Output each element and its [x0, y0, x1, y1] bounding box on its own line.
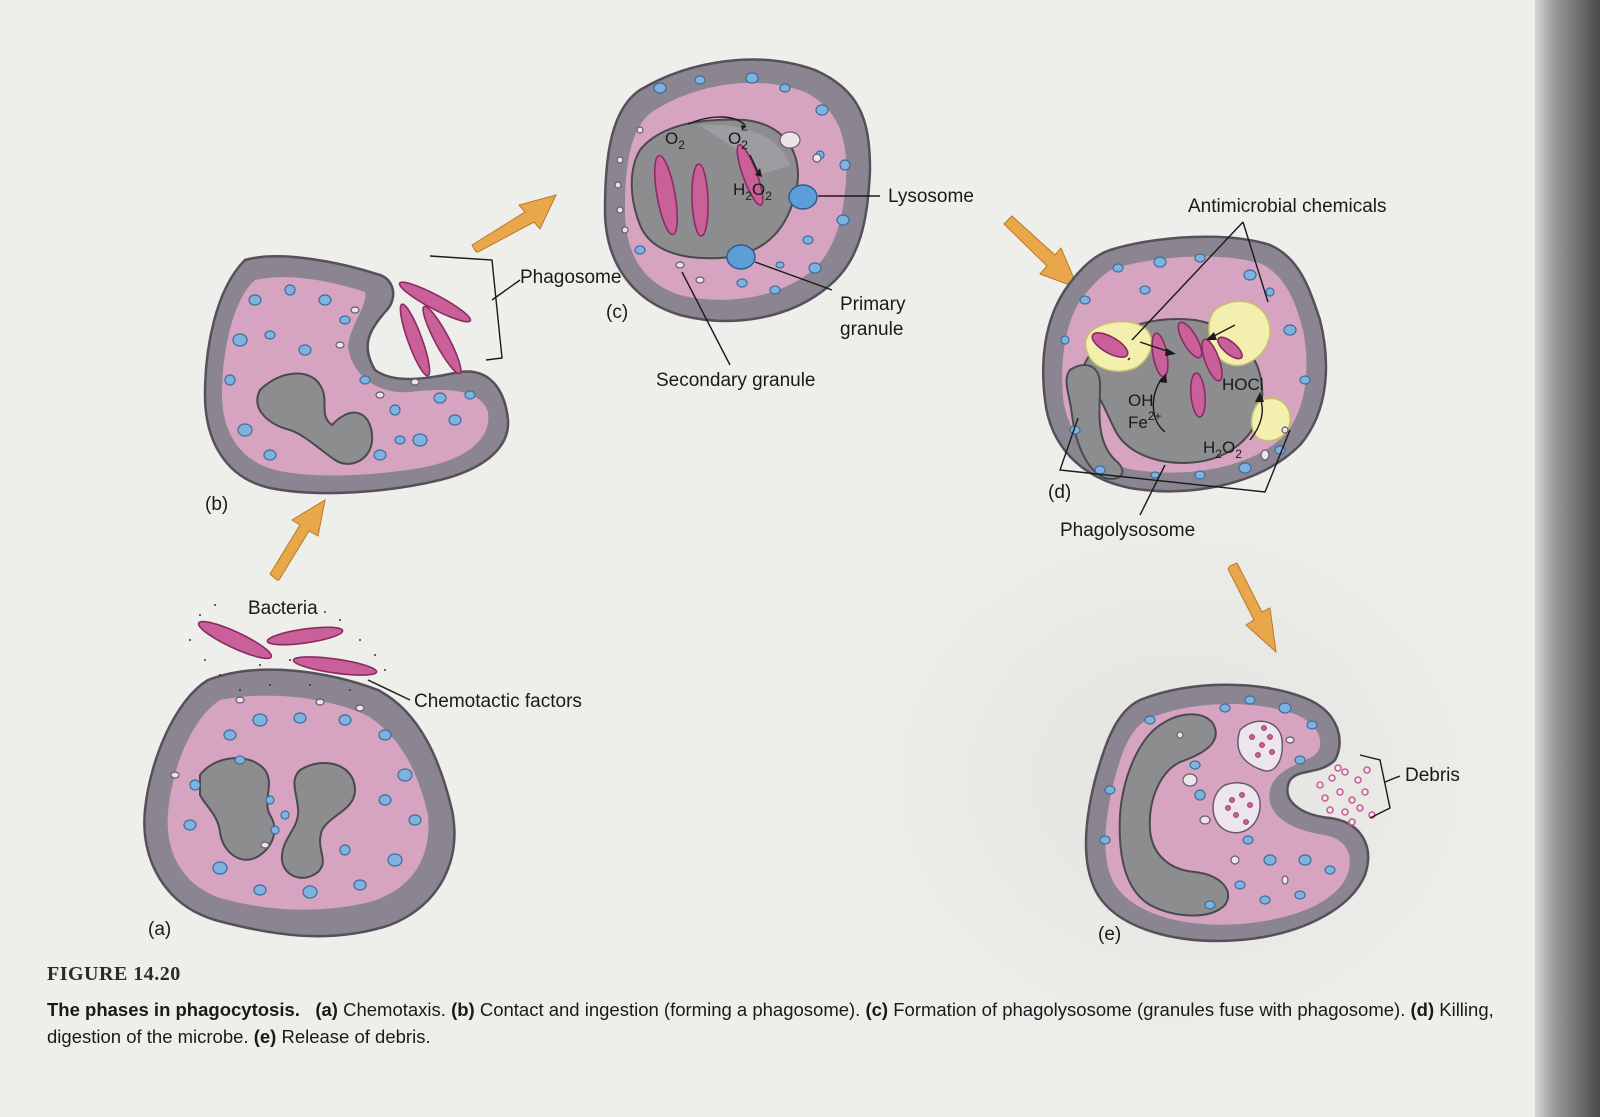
arrow-b-to-c [471, 194, 557, 253]
lysosome-granule-1 [788, 184, 818, 210]
bacteria-a [189, 604, 386, 691]
cell-e [1084, 683, 1370, 943]
arrow-a-to-b [269, 498, 326, 581]
caption-d-tag: (d) [1410, 999, 1435, 1020]
label-chemotactic-factors: Chemotactic factors [414, 691, 582, 712]
caption-title: The phases in phagocytosis. [47, 999, 300, 1020]
label-phagolysosome: Phagolysosome [1060, 520, 1195, 541]
page-binding-shadow [1535, 0, 1600, 1117]
granules-c [614, 72, 851, 295]
bacteria-c [653, 144, 764, 237]
figure-number: FIGURE 14.20 [47, 963, 181, 985]
caption-b-tag: (b) [451, 999, 475, 1020]
phagocytosis-diagram: Bacteria Chemotactic factors (a) Phagoso… [143, 58, 1460, 945]
bracket-phagosome [429, 255, 503, 361]
secondary-granule [779, 131, 801, 149]
phagolysosome-outline [1059, 357, 1291, 493]
caption-a-text: Chemotaxis. [343, 999, 446, 1020]
cell-a [143, 668, 456, 938]
caption-d-text: Killing, digestion of the microbe. [47, 999, 1494, 1047]
debris-particles [1316, 764, 1376, 826]
bracket-debris [1359, 754, 1391, 819]
caption-c-text: Formation of phagolysosome (granules fus… [893, 999, 1406, 1020]
panel-label-e: (e) [1098, 924, 1121, 945]
chem-d: OH Fe2+ HOCl H2O2 [1128, 375, 1264, 461]
digestive-vacuole-2 [1212, 782, 1261, 834]
caption-a-tag: (a) [315, 999, 338, 1020]
cell-c [603, 58, 872, 323]
leader-secondary-granule [681, 271, 731, 366]
leader-primary-granule [754, 261, 833, 291]
cell-b [203, 255, 510, 495]
label-phagosome: Phagosome [520, 267, 621, 288]
chem-h2o2-d: H2O2 [1203, 438, 1242, 461]
caption-e-text: Release of debris. [281, 1026, 431, 1047]
chem-oh: OH [1128, 391, 1154, 410]
lysosome-granule-2 [726, 244, 756, 270]
leader-chemotactic [367, 679, 411, 701]
panel-label-d: (d) [1048, 482, 1071, 503]
chem-hocl: HOCl [1222, 375, 1264, 394]
figure-caption: FIGURE 14.20 The phases in phagocytosis.… [47, 963, 1537, 1050]
svg-text:O2−: O2− [728, 123, 748, 152]
bacteria-d [1091, 321, 1243, 418]
granules-a [170, 696, 422, 899]
cell-d [1041, 235, 1328, 493]
leader-phagosome [491, 279, 521, 301]
bacteria-b [398, 281, 472, 377]
panel-label-a: (a) [148, 919, 171, 940]
panel-label-b: (b) [205, 494, 228, 515]
label-secondary-granule: Secondary granule [656, 370, 816, 391]
svg-text:H2O2: H2O2 [733, 180, 772, 203]
caption-e-tag: (e) [253, 1026, 277, 1047]
arrow-d-to-e [1227, 562, 1277, 654]
panel-label-c: (c) [606, 302, 628, 323]
caption-c-tag: (c) [865, 999, 889, 1020]
leader-antimicrobial [1131, 221, 1269, 341]
label-antimicrobial-chemicals: Antimicrobial chemicals [1188, 196, 1387, 217]
label-bacteria: Bacteria [248, 598, 318, 619]
label-lysosome: Lysosome [888, 186, 974, 207]
svg-text:O2: O2 [665, 129, 685, 152]
chem-fe: Fe2+ [1128, 409, 1162, 432]
caption-text: The phases in phagocytosis. (a) Chemotax… [47, 996, 1537, 1050]
leader-debris [1384, 775, 1401, 783]
antimicrobial-pocket-lower [1250, 397, 1291, 442]
granules-d [1060, 253, 1311, 480]
arrow-c-to-d [1003, 215, 1079, 289]
leader-phagolysosome [1139, 464, 1166, 516]
chem-c: O2 O2− H2O2 [665, 123, 772, 203]
granules-e [1099, 695, 1336, 910]
caption-b-text: Contact and ingestion (forming a phagoso… [479, 999, 861, 1020]
label-debris: Debris [1405, 765, 1460, 786]
granules-b [224, 284, 476, 461]
